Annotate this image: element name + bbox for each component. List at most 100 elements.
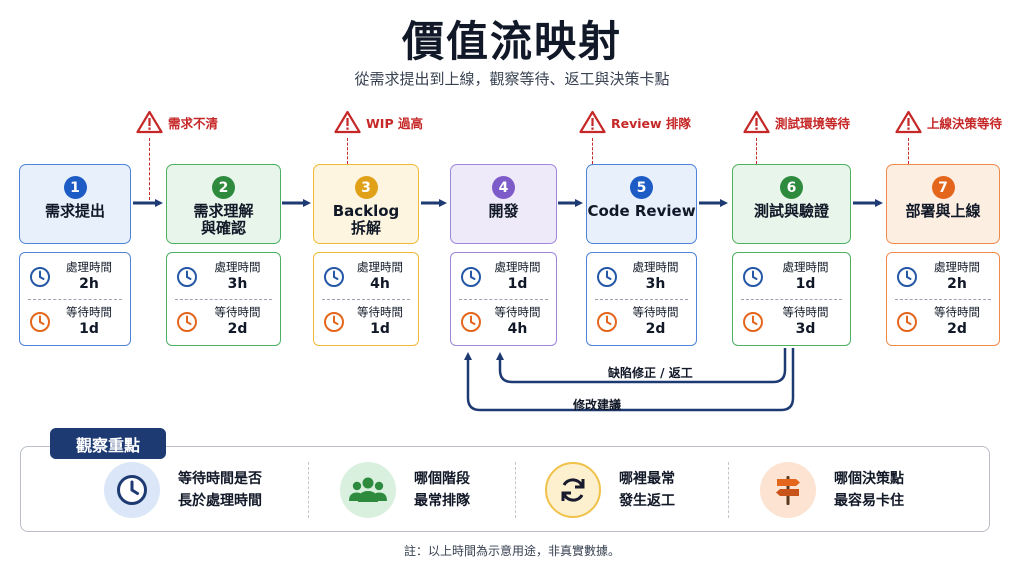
observation-text: 等待時間是否 長於處理時間 [178,471,262,509]
wait-time-value: 2d [227,321,248,337]
wait-time-value: 1d [370,321,390,337]
process-time-value: 1d [507,276,528,292]
footnote: 註：以上時間為示意用途，非真實數據。 [403,544,620,558]
metric-divider [895,299,991,300]
stage-metrics-1: 處理時間 2h 等待時間 1d [19,252,131,346]
warning-4: 測試環境等待 [743,110,850,134]
clock-icon [897,267,917,287]
wait-time-label: 等待時間 [934,305,980,319]
process-time-row: 處理時間 3h [167,255,280,299]
clock-icon [104,462,160,518]
step-badge: 2 [212,176,235,199]
process-time-row: 處理時間 1d [733,255,850,299]
observation-item: 等待時間是否 長於處理時間 [104,462,262,518]
observation-item: 哪個決策點 最容易卡住 [760,462,904,518]
wait-time-value: 4h [507,321,528,337]
process-time-value: 1d [795,276,816,292]
process-time-label: 處理時間 [214,260,261,274]
stage-name: 部署與上線 [905,202,981,220]
stage-name: 需求理解 與確認 [193,202,254,237]
observation-item: 哪裡最常 發生返工 [545,462,675,518]
observation-text: 哪個階段 最常排隊 [414,471,470,509]
stage-name: Backlog 拆解 [332,202,400,237]
observation-divider [728,462,729,518]
wait-time-value: 2d [947,321,967,337]
step-badge: 3 [354,176,378,199]
stage-card-2: 2 需求理解 與確認 [166,164,281,244]
process-time-row: 處理時間 3h [587,255,696,299]
warning-label: 需求不清 [168,115,219,131]
warning-3: Review 排隊 [579,110,691,134]
process-time-label: 處理時間 [357,260,403,274]
warning-line-2 [347,138,348,164]
warning-icon [895,110,922,134]
wait-time-row: 等待時間 1d [314,300,418,344]
metric-divider [741,299,842,300]
clock-icon [30,312,50,332]
warning-line-5 [908,138,909,164]
signpost-icon [760,462,816,518]
clock-icon [743,312,763,332]
process-time-label: 處理時間 [66,260,112,274]
stage-name: Code Review [587,202,696,220]
step-badge: 5 [630,176,653,199]
clock-icon [597,267,617,287]
warning-1: 需求不清 [136,110,218,134]
stage-card-1: 1 需求提出 [19,164,131,244]
observation-divider [515,462,516,518]
clock-icon [30,267,50,287]
clock-icon [177,267,197,287]
warning-5: 上線決策等待 [895,110,1002,134]
process-time-value: 2h [79,276,99,292]
process-time-value: 3h [645,276,666,292]
observation-item: 哪個階段 最常排隊 [340,462,470,518]
stage-name: 測試與驗證 [753,202,829,220]
process-time-label: 處理時間 [782,260,829,274]
warning-icon [334,110,361,134]
clock-icon [743,267,763,287]
step-badge: 1 [63,176,87,199]
warning-line-4 [756,138,757,164]
metric-divider [459,299,548,300]
warning-icon [136,110,163,134]
stage-card-6: 6 測試與驗證 [732,164,851,244]
clock-icon [324,312,344,332]
warning-line-3 [592,138,593,164]
wait-time-label: 等待時間 [214,305,261,319]
observation-divider [308,462,309,518]
observations-tag: 觀察重點 [50,428,166,459]
process-time-label: 處理時間 [632,260,679,274]
wait-time-label: 等待時間 [66,305,112,319]
stage-name: 需求提出 [44,202,105,220]
warning-line-1 [149,138,150,200]
warning-2: WIP 過高 [334,110,423,134]
step-badge: 4 [492,176,515,199]
wait-time-label: 等待時間 [357,305,403,319]
wait-time-value: 1d [79,321,99,337]
step-badge: 7 [931,176,955,199]
page-subtitle: 從需求提出到上線，觀察等待、返工與決策卡點 [354,70,670,88]
clock-icon [177,312,197,332]
warning-icon [579,110,606,134]
stage-metrics-2: 處理時間 3h 等待時間 2d [166,252,281,346]
clock-icon [324,267,344,287]
clock-icon [461,267,481,287]
rework-label: 缺陷修正 / 返工 [608,366,693,380]
process-time-value: 3h [227,276,248,292]
step-badge: 6 [780,176,803,199]
stage-card-7: 7 部署與上線 [886,164,1000,244]
process-time-row: 處理時間 2h [20,255,130,299]
